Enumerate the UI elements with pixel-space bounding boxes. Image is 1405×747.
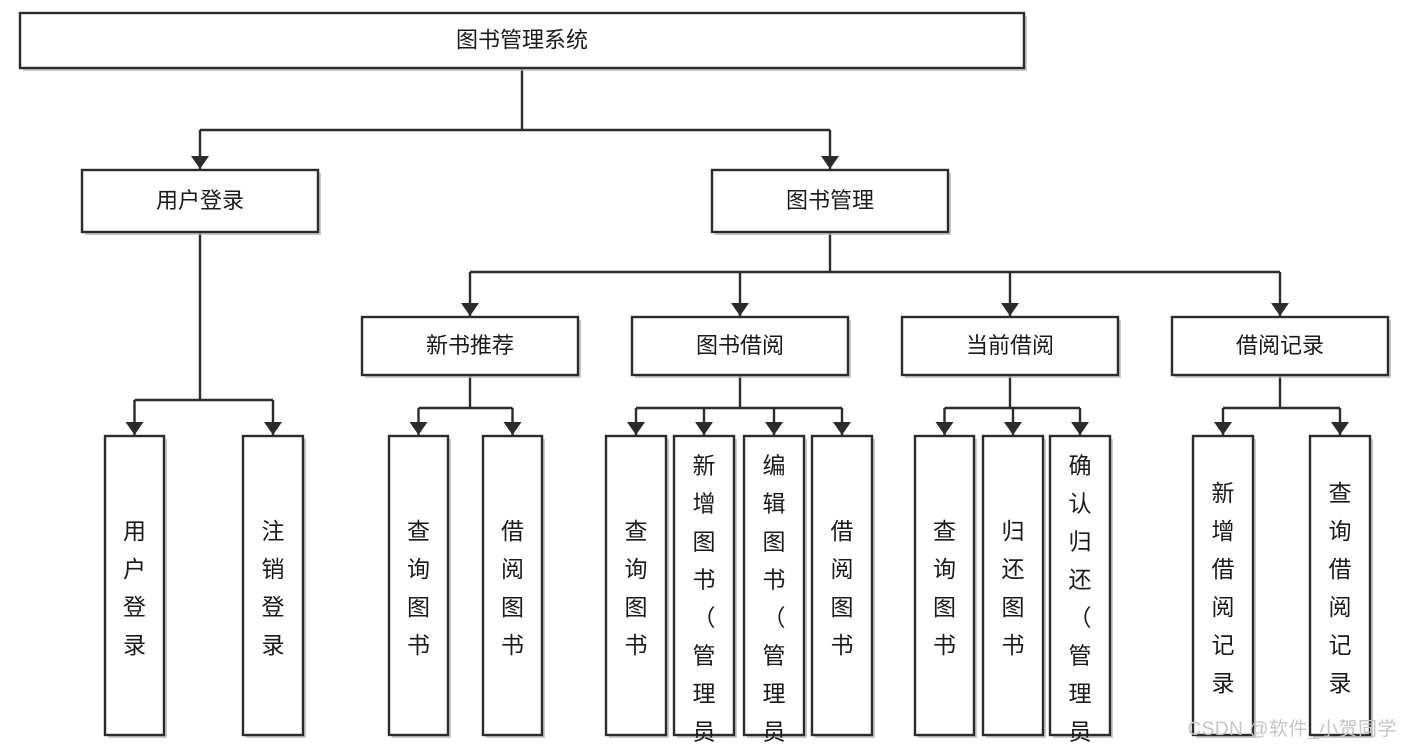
node-n1[interactable]: 查询图书 bbox=[387, 434, 451, 738]
node-box[interactable] bbox=[742, 434, 806, 737]
arrow-head-icon bbox=[1071, 422, 1089, 435]
node-label: 图书管理 bbox=[786, 188, 874, 213]
arrow-head-icon bbox=[125, 422, 144, 435]
arrow-head-icon bbox=[935, 422, 954, 435]
arrow-head-icon bbox=[627, 422, 645, 435]
node-label: 借阅图书 bbox=[831, 518, 854, 658]
node-label: 图书借阅 bbox=[696, 333, 784, 358]
arrow-head-icon bbox=[1004, 422, 1022, 435]
node-box[interactable] bbox=[913, 434, 976, 737]
node-b3[interactable]: 编辑图书（管理员） bbox=[742, 434, 807, 747]
node-label: 查询图书 bbox=[933, 518, 956, 658]
node-current[interactable]: 当前借阅 bbox=[900, 315, 1121, 378]
node-label: 查询借阅记录 bbox=[1329, 480, 1352, 696]
node-box[interactable] bbox=[710, 168, 950, 234]
node-label: 查询图书 bbox=[625, 518, 648, 658]
arrow-head-icon bbox=[1001, 303, 1019, 316]
node-r1[interactable]: 新增借阅记录 bbox=[1191, 434, 1256, 738]
node-label: 用户登录 bbox=[156, 188, 244, 213]
arrow-head-icon bbox=[1271, 303, 1289, 316]
node-box[interactable] bbox=[103, 434, 166, 737]
node-newbook[interactable]: 新书推荐 bbox=[360, 315, 581, 378]
node-root[interactable]: 图书管理系统 bbox=[18, 11, 1027, 71]
node-box[interactable] bbox=[810, 434, 874, 737]
node-box[interactable] bbox=[481, 434, 544, 737]
node-records[interactable]: 借阅记录 bbox=[1170, 315, 1391, 378]
node-l2[interactable]: 注销登录 bbox=[241, 434, 306, 738]
node-box[interactable] bbox=[900, 315, 1120, 377]
node-box[interactable] bbox=[630, 315, 850, 377]
node-box[interactable] bbox=[360, 315, 580, 377]
node-b1[interactable]: 查询图书 bbox=[604, 434, 669, 738]
arrow-head-icon bbox=[264, 422, 282, 435]
arrow-head-icon bbox=[1214, 422, 1232, 435]
node-box[interactable] bbox=[604, 434, 668, 737]
node-label: 归还图书 bbox=[1002, 518, 1025, 658]
node-label: 注销登录 bbox=[262, 518, 285, 658]
node-label: 用户登录 bbox=[123, 518, 146, 658]
node-label: 借阅记录 bbox=[1236, 333, 1324, 358]
node-box[interactable] bbox=[672, 434, 736, 737]
node-bookmgmt[interactable]: 图书管理 bbox=[710, 168, 951, 235]
node-label: 确认归还（管理员） bbox=[1069, 453, 1092, 747]
node-box[interactable] bbox=[1048, 434, 1112, 737]
arrow-head-icon bbox=[765, 422, 783, 435]
node-n2[interactable]: 借阅图书 bbox=[481, 434, 545, 738]
node-box[interactable] bbox=[1170, 315, 1390, 377]
node-c3[interactable]: 确认归还（管理员） bbox=[1048, 434, 1113, 747]
arrow-head-icon bbox=[409, 422, 428, 435]
node-b4[interactable]: 借阅图书 bbox=[810, 434, 875, 738]
node-box[interactable] bbox=[981, 434, 1045, 737]
node-label: 当前借阅 bbox=[966, 333, 1054, 358]
node-box[interactable] bbox=[1308, 434, 1372, 737]
node-r2[interactable]: 查询借阅记录 bbox=[1308, 434, 1373, 738]
arrow-head-icon bbox=[695, 422, 713, 435]
node-c2[interactable]: 归还图书 bbox=[981, 434, 1046, 738]
node-box[interactable] bbox=[387, 434, 450, 737]
node-label: 借阅图书 bbox=[501, 518, 524, 658]
arrow-head-icon bbox=[461, 303, 479, 316]
node-login[interactable]: 用户登录 bbox=[80, 168, 321, 235]
node-box[interactable] bbox=[18, 11, 1026, 70]
arrow-head-icon bbox=[503, 422, 522, 435]
node-box[interactable] bbox=[1191, 434, 1255, 737]
node-label: 图书管理系统 bbox=[456, 27, 588, 52]
arrow-head-icon bbox=[1331, 422, 1349, 435]
csdn-watermark: CSDN @软件_小贺同学 bbox=[1187, 719, 1397, 740]
node-layer: 图书管理系统用户登录图书管理新书推荐图书借阅当前借阅借阅记录用户登录注销登录查询… bbox=[18, 11, 1391, 747]
node-b2[interactable]: 新增图书（管理员） bbox=[672, 434, 737, 747]
node-c1[interactable]: 查询图书 bbox=[913, 434, 977, 738]
node-box[interactable] bbox=[80, 168, 320, 234]
arrow-head-icon bbox=[191, 156, 209, 169]
node-label: 新书推荐 bbox=[426, 333, 514, 358]
node-l1[interactable]: 用户登录 bbox=[103, 434, 167, 738]
node-label: 新增图书（管理员） bbox=[693, 453, 716, 747]
node-box[interactable] bbox=[241, 434, 305, 737]
node-borrow[interactable]: 图书借阅 bbox=[630, 315, 851, 378]
arrow-head-icon bbox=[833, 422, 851, 435]
node-label: 查询图书 bbox=[407, 518, 430, 658]
arrow-head-icon bbox=[731, 303, 749, 316]
node-label: 新增借阅记录 bbox=[1212, 480, 1235, 696]
edge-layer bbox=[125, 68, 1349, 435]
node-label: 编辑图书（管理员） bbox=[763, 453, 786, 747]
arrow-head-icon bbox=[821, 156, 839, 169]
